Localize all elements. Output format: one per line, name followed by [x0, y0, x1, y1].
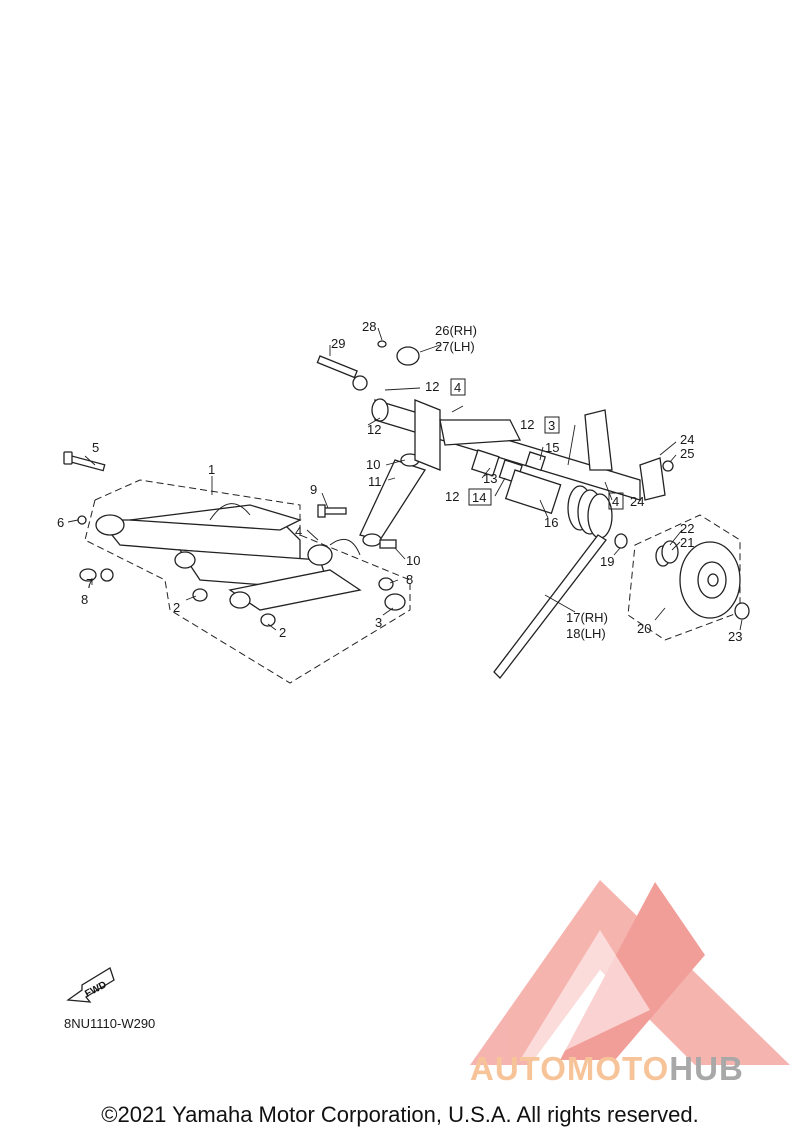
box-3	[544, 416, 560, 434]
leader-lines	[67, 327, 743, 631]
callout-19: 19	[600, 554, 614, 569]
callout-5: 5	[92, 440, 99, 455]
callout-8b: 8	[406, 572, 413, 587]
watermark-logo	[470, 880, 790, 1065]
callout-22: 22	[680, 521, 694, 536]
callout-24b: 24	[630, 494, 644, 509]
callout-2b: 2	[279, 625, 286, 640]
callout-4a: 4	[295, 524, 302, 539]
box-4a	[450, 378, 466, 396]
callout-6: 6	[57, 515, 64, 530]
callout-10a: 10	[366, 457, 380, 472]
callout-24a: 24	[680, 432, 694, 447]
callout-21: 21	[680, 535, 694, 550]
callout-16: 16	[544, 515, 558, 530]
watermark-text-part1: AUTOMOTO	[470, 1050, 670, 1087]
callout-12b: 12	[425, 379, 439, 394]
callout-7: 7	[86, 576, 93, 591]
fwd-arrow-icon: FWD	[66, 967, 115, 1003]
watermark-text-part2: HUB	[669, 1050, 744, 1087]
box-4b	[608, 492, 624, 510]
callout-20: 20	[637, 621, 651, 636]
rear-arm-assembly	[63, 451, 411, 684]
callout-29: 29	[331, 336, 345, 351]
callout-26: 26(RH)	[435, 323, 477, 338]
callout-9: 9	[310, 482, 317, 497]
watermark-text: AUTOMOTOHUB	[470, 1050, 744, 1088]
callout-box-4b: 4	[612, 494, 619, 509]
callout-box-4a: 4	[454, 380, 461, 395]
copyright-notice: ©2021 Yamaha Motor Corporation, U.S.A. A…	[101, 1102, 699, 1127]
callout-2a: 2	[173, 600, 180, 615]
callout-box-3: 3	[548, 418, 555, 433]
idler-wheel-assembly	[627, 514, 750, 641]
callout-13: 13	[483, 471, 497, 486]
callout-17: 17(RH)	[566, 610, 608, 625]
callout-labels: 1 5 6 7 8 2 2 3 8 4 9 10 11 10 12 29 28 …	[57, 319, 742, 644]
callout-12c: 12	[520, 417, 534, 432]
callout-10b: 10	[406, 553, 420, 568]
callout-11: 11	[368, 474, 382, 489]
callout-12d: 12	[445, 489, 459, 504]
callout-27: 27(LH)	[435, 339, 475, 354]
callout-25: 25	[680, 446, 694, 461]
callout-18: 18(LH)	[566, 626, 606, 641]
callout-box-14: 14	[472, 490, 486, 505]
callout-23: 23	[728, 629, 742, 644]
callout-15: 15	[545, 440, 559, 455]
callout-8a: 8	[81, 592, 88, 607]
callout-3: 3	[375, 615, 382, 630]
box-14	[468, 488, 492, 506]
callout-1: 1	[208, 462, 215, 477]
link-rod	[359, 453, 426, 591]
front-arm-assembly	[316, 340, 674, 679]
drawing-code: 8NU1110-W290	[64, 1016, 156, 1031]
callout-28: 28	[362, 319, 376, 334]
callout-12a: 12	[367, 422, 381, 437]
